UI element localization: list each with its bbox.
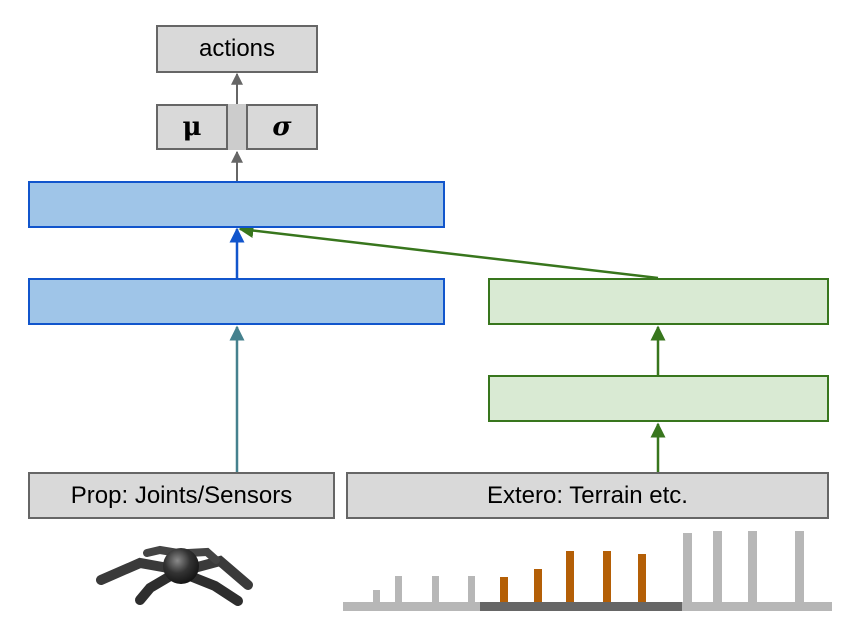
actions-label: actions <box>198 35 276 62</box>
green-layer-top <box>488 278 829 325</box>
extero-input-node: Extero: Terrain etc. <box>346 472 829 519</box>
green-layer-bottom <box>488 375 829 422</box>
arrow-green-to-blue <box>238 223 659 280</box>
mu-label: μ <box>182 112 202 142</box>
sigma-node: σ <box>246 104 318 150</box>
terrain-heightmap-icon <box>343 531 832 611</box>
prop-label: Prop: Joints/Sensors <box>70 481 293 509</box>
mu-node: μ <box>156 104 228 150</box>
extero-label: Extero: Terrain etc. <box>487 481 688 509</box>
blue-layer-top <box>28 181 445 228</box>
mu-sigma-connector <box>228 104 246 150</box>
prop-input-node: Prop: Joints/Sensors <box>28 472 335 519</box>
sigma-label: σ <box>272 112 292 142</box>
spider-robot-icon <box>96 545 253 606</box>
blue-layer-bottom <box>28 278 445 325</box>
actions-node: actions <box>156 25 318 73</box>
